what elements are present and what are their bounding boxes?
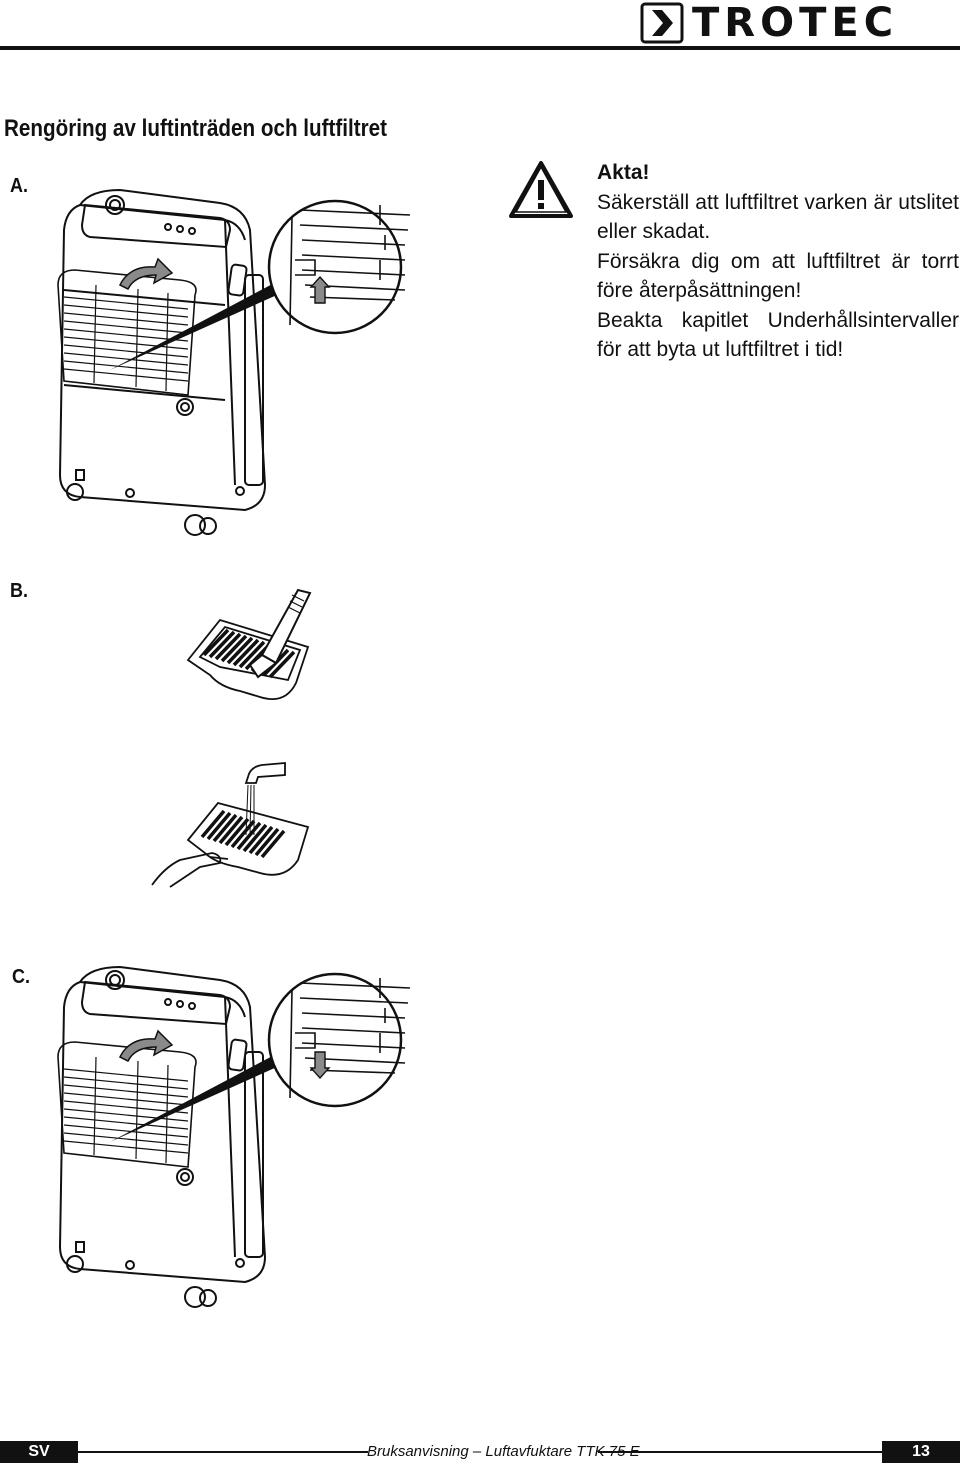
dehumidifier-illustration-c [57, 965, 411, 1308]
warning-heading: Akta! [597, 161, 650, 184]
brand-name: TROTEC [692, 0, 899, 46]
page-title: Rengöring av luftinträden och luftfiltre… [4, 115, 387, 142]
dehumidifier-illustration-a [57, 188, 411, 536]
filter-vacuum-illustration [186, 588, 312, 701]
warning-triangle-icon [509, 161, 573, 218]
section-label-a: A. [10, 175, 28, 197]
filter-rinse-illustration [151, 762, 310, 888]
warning-line: Försäkra dig om att luftfiltret är torrt… [597, 249, 959, 303]
footer-rule [78, 1451, 368, 1453]
page-number: 13 [882, 1441, 960, 1463]
footer-rule [598, 1451, 882, 1453]
header-rule [0, 46, 960, 50]
document-title: Bruksanvisning – Luftavfuktare TTK 75 E [367, 1443, 640, 1460]
section-label-b: B. [10, 580, 28, 602]
warning-text: Akta! Säkerställ att luftfiltret varken … [597, 158, 959, 365]
warning-line: Beakta kapitlet Underhållsintervaller fö… [597, 308, 959, 362]
section-label-c: C. [12, 966, 30, 988]
page-footer: SV Bruksanvisning – Luftavfuktare TTK 75… [0, 1441, 960, 1463]
language-badge: SV [0, 1441, 78, 1463]
warning-line: Säkerställ att luftfiltret varken är uts… [597, 190, 959, 244]
chevron-right-icon [640, 2, 684, 44]
trotec-logo: TROTEC [640, 2, 960, 44]
